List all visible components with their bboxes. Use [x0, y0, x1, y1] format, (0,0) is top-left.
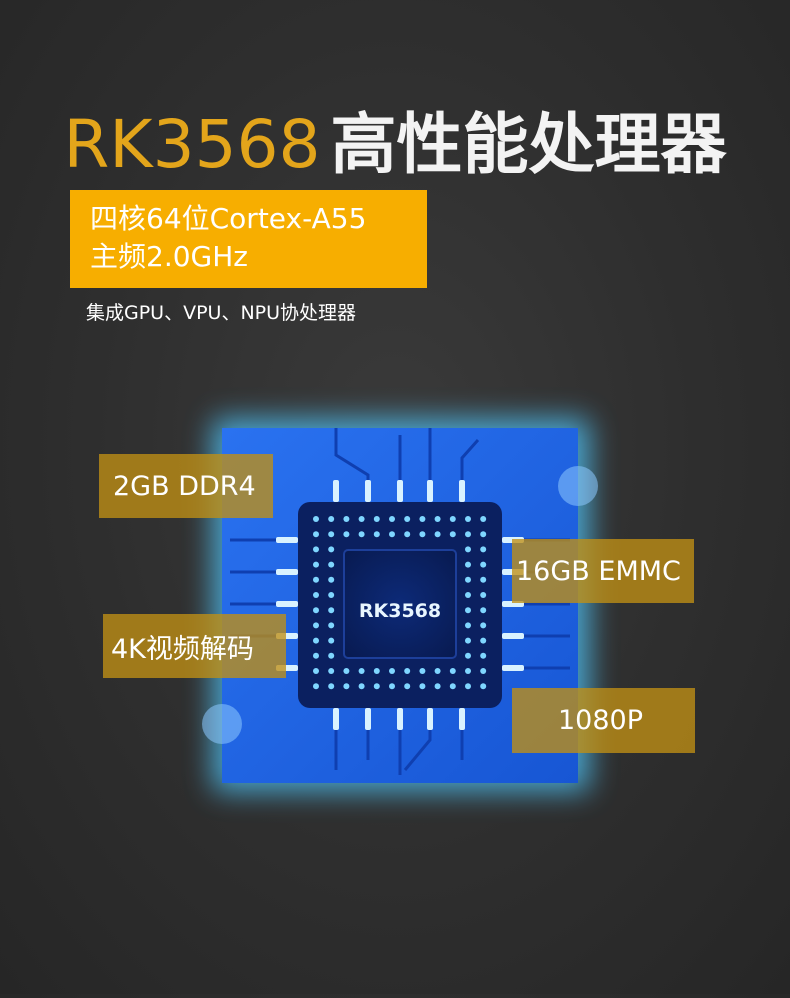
ball-grid-dot [313, 561, 319, 568]
ball-grid-dot [465, 607, 471, 614]
ball-grid-dot [480, 561, 487, 568]
ball-grid-dot [434, 531, 441, 538]
ball-grid-dot [328, 637, 335, 644]
ball-grid-dot [373, 683, 380, 690]
ball-grid-dot [404, 668, 411, 674]
ball-grid-dot [419, 683, 426, 690]
title-suffix: 高性能处理器 [330, 106, 727, 183]
feature-memory: 2GB DDR4 [99, 454, 273, 518]
ball-grid [313, 516, 487, 690]
ball-grid-dot [449, 668, 456, 674]
chip-label: RK3568 [359, 600, 441, 622]
ball-grid-dot [434, 668, 441, 674]
ball-grid-dot [480, 622, 487, 629]
ball-grid-dot [313, 683, 319, 690]
ball-grid-dot [480, 516, 487, 522]
feature-display: 1080P [512, 688, 695, 753]
ball-grid-dot [313, 668, 319, 674]
ball-grid-dot [358, 683, 365, 690]
ball-grid-dot [465, 546, 471, 553]
feature-storage: 16GB EMMC [512, 539, 694, 603]
ball-grid-dot [373, 531, 380, 538]
ball-grid-dot [449, 516, 456, 522]
ball-grid-dot [480, 607, 487, 614]
ball-grid-dot [343, 531, 350, 538]
ball-grid-dot [313, 637, 319, 644]
ball-grid-dot [465, 652, 471, 659]
ball-grid-dot [404, 531, 411, 538]
ball-grid-dot [313, 622, 319, 629]
title-model: RK3568 [63, 106, 321, 183]
ball-grid-dot [358, 516, 365, 522]
ball-grid-dot [449, 531, 456, 538]
ball-grid-dot [328, 546, 335, 553]
ball-grid-dot [480, 546, 487, 553]
ball-grid-dot [328, 668, 335, 674]
ball-grid-dot [389, 668, 395, 674]
ball-grid-dot [480, 637, 487, 644]
ball-grid-dot [389, 531, 395, 538]
ball-grid-dot [313, 607, 319, 614]
ball-grid-dot [465, 683, 471, 690]
ball-grid-dot [465, 637, 471, 644]
ball-grid-dot [328, 652, 335, 659]
ball-grid-dot [449, 683, 456, 690]
ball-grid-dot [373, 516, 380, 522]
ball-grid-dot [328, 683, 335, 690]
ball-grid-dot [328, 607, 335, 614]
ball-grid-dot [465, 561, 471, 568]
ball-grid-dot [358, 531, 365, 538]
ball-grid-dot [419, 668, 426, 674]
ball-grid-dot [465, 622, 471, 629]
ball-grid-dot [480, 652, 487, 659]
ball-grid-dot [465, 516, 471, 522]
ball-grid-dot [389, 516, 395, 522]
ball-grid-dot [480, 668, 487, 674]
ball-grid-dot [373, 668, 380, 674]
ball-grid-dot [465, 668, 471, 674]
ball-grid-dot [313, 652, 319, 659]
ball-grid-dot [313, 531, 319, 538]
ball-grid-dot [328, 592, 335, 598]
board-notch [558, 466, 598, 506]
spec-box: 四核64位Cortex-A55 主频2.0GHz [70, 190, 427, 288]
ball-grid-dot [328, 531, 335, 538]
ball-grid-dot [465, 592, 471, 598]
coprocessor-subtitle: 集成GPU、VPU、NPU协处理器 [86, 302, 357, 324]
ball-grid-dot [389, 683, 395, 690]
ball-grid-dot [313, 576, 319, 583]
ball-grid-dot [328, 561, 335, 568]
ball-grid-dot [480, 592, 487, 598]
ball-grid-dot [480, 683, 487, 690]
ball-grid-dot [404, 516, 411, 522]
ball-grid-dot [343, 516, 350, 522]
ball-grid-dot [465, 576, 471, 583]
ball-grid-dot [404, 683, 411, 690]
ball-grid-dot [434, 516, 441, 522]
ball-grid-dot [480, 576, 487, 583]
spec-cores: 四核64位Cortex-A55 [90, 202, 367, 235]
ball-grid-dot [313, 516, 319, 522]
feature-video-decode: 4K视频解码 [103, 614, 286, 678]
board-notch [202, 704, 242, 744]
ball-grid-dot [465, 531, 471, 538]
ball-grid-dot [419, 516, 426, 522]
ball-grid-dot [419, 531, 426, 538]
ball-grid-dot [328, 516, 335, 522]
ball-grid-dot [434, 683, 441, 690]
chip-die [343, 549, 457, 659]
ball-grid-dot [343, 683, 350, 690]
ball-grid-dot [313, 592, 319, 598]
ball-grid-dot [328, 576, 335, 583]
ball-grid-dot [358, 668, 365, 674]
ball-grid-dot [480, 531, 487, 538]
ball-grid-dot [313, 546, 319, 553]
spec-frequency: 主频2.0GHz [90, 240, 248, 273]
ball-grid-dot [343, 668, 350, 674]
ball-grid-dot [328, 622, 335, 629]
